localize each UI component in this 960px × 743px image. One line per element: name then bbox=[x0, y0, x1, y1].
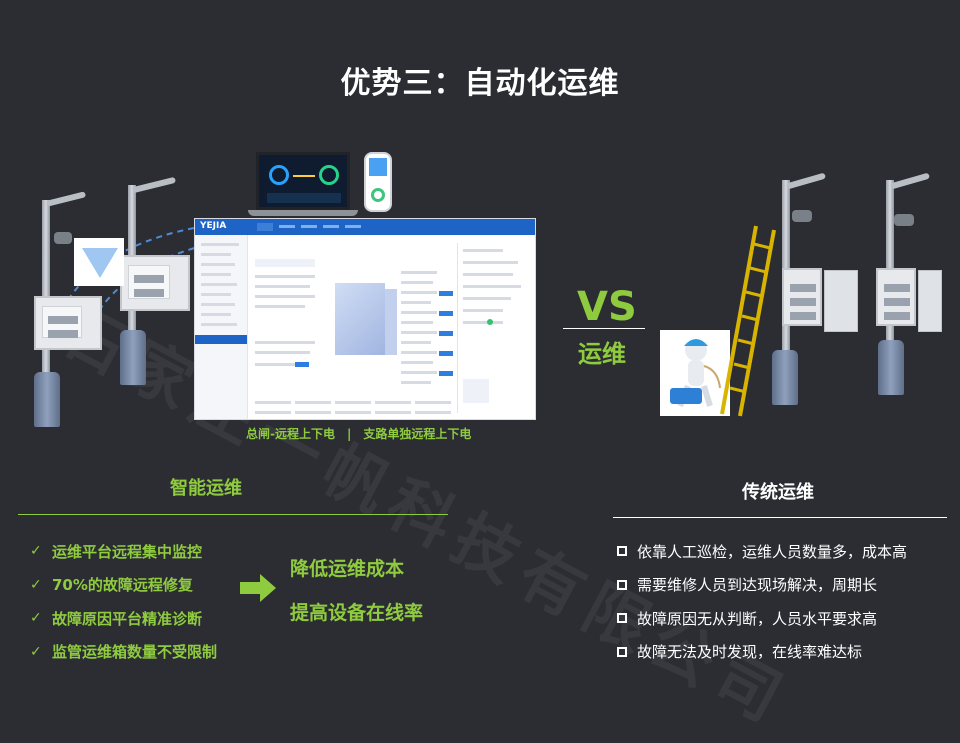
smart-ops-heading: 智能运维 bbox=[170, 478, 242, 499]
laptop-base bbox=[248, 210, 358, 216]
result-reduce-cost: 降低运维成本 bbox=[290, 558, 405, 580]
slide-title: 优势三：自动化运维 bbox=[340, 66, 620, 101]
platform-caption: 总闸-远程上下电 | 支路单独远程上下电 bbox=[246, 427, 472, 441]
smart-ops-item: ✓ 故障原因平台精准诊断 bbox=[30, 609, 203, 628]
platform-sidebar bbox=[195, 235, 248, 419]
cabinet-door bbox=[824, 270, 858, 332]
laptop-screen bbox=[256, 152, 350, 210]
lamp-head bbox=[894, 214, 914, 226]
platform-topbar: YEJIA bbox=[195, 219, 535, 235]
smart-ops-list: ✓ 运维平台远程集中监控 ✓ 70%的故障远程修复 ✓ 故障原因平台精准诊断 ✓… bbox=[30, 534, 217, 668]
traditional-ops-divider bbox=[613, 517, 947, 518]
check-icon: ✓ bbox=[30, 576, 42, 593]
result-improve-uptime: 提高设备在线率 bbox=[290, 602, 424, 624]
mobile-phone bbox=[364, 152, 392, 212]
traditional-ops-item: 需要维修人员到达现场解决，周期长 bbox=[617, 568, 907, 601]
lamp-arm bbox=[889, 172, 931, 190]
traditional-ops-item: 故障无法及时发现，在线率难达标 bbox=[617, 635, 907, 668]
smart-ops-item: ✓ 运维平台远程集中监控 bbox=[30, 542, 203, 561]
square-bullet-icon bbox=[617, 646, 627, 657]
open-cabinet bbox=[782, 268, 822, 326]
square-bullet-icon bbox=[617, 546, 627, 556]
lamp-head bbox=[54, 232, 72, 244]
check-icon: ✓ bbox=[30, 610, 42, 626]
traditional-ops-item: 故障原因无从判断，人员水平要求高 bbox=[617, 601, 907, 635]
check-icon: ✓ bbox=[30, 543, 42, 559]
gateway-device bbox=[74, 238, 124, 286]
cabinet-3d-model bbox=[335, 283, 385, 355]
control-cabinet bbox=[34, 296, 102, 350]
lamp-head bbox=[792, 210, 812, 222]
lamp-base bbox=[878, 340, 904, 395]
maintenance-worker-image bbox=[660, 330, 730, 416]
smart-ops-item: ✓ 70%的故障远程修复 bbox=[30, 576, 193, 594]
traditional-ops-list: 依靠人工巡检，运维人员数量多，成本高 需要维修人员到达现场解决，周期长 故障原因… bbox=[617, 534, 907, 668]
smart-ops-item: ✓ 监管运维箱数量不受限制 bbox=[30, 643, 218, 661]
lamp-base bbox=[120, 330, 146, 385]
platform-logo: YEJIA bbox=[200, 221, 227, 231]
ops-platform-screenshot: YEJIA bbox=[194, 218, 536, 420]
lamp-base bbox=[34, 372, 60, 427]
smart-ops-divider bbox=[18, 514, 448, 515]
ladder-icon bbox=[720, 225, 776, 417]
check-icon: ✓ bbox=[30, 643, 42, 660]
traditional-ops-heading: 传统运维 bbox=[742, 482, 814, 503]
vs-divider bbox=[563, 328, 645, 329]
open-cabinet bbox=[876, 268, 916, 326]
vs-label: VS bbox=[577, 284, 637, 330]
lamp-pole bbox=[42, 200, 50, 380]
lamp-arm bbox=[785, 172, 827, 190]
vs-sub-label: 运维 bbox=[578, 340, 626, 368]
right-arrow-icon bbox=[240, 574, 276, 602]
traditional-ops-item: 依靠人工巡检，运维人员数量多，成本高 bbox=[617, 534, 907, 568]
control-cabinet bbox=[120, 255, 190, 311]
cabinet-door bbox=[918, 270, 942, 332]
square-bullet-icon bbox=[617, 613, 627, 623]
square-bullet-icon bbox=[617, 579, 627, 590]
lamp-base bbox=[772, 350, 798, 405]
